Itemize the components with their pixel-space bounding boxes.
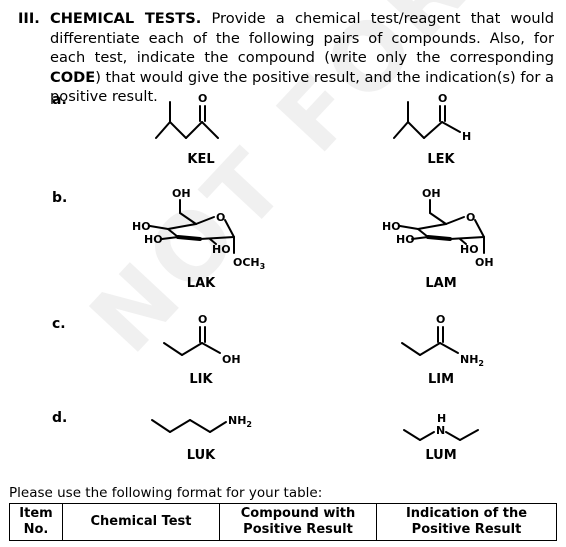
atom-ho: HO <box>396 233 415 246</box>
structure-lek: O H <box>393 92 471 143</box>
atom-nh2: NH2 <box>228 414 252 429</box>
atom-o: O <box>198 313 207 326</box>
structure-luk: NH2 <box>151 414 252 433</box>
pair-d-label: d. <box>52 410 68 426</box>
atom-o: O <box>216 211 225 224</box>
atom-ho: HO <box>144 233 163 246</box>
structure-lak: OH O HO HO HO OCH3 <box>132 187 265 271</box>
atom-oh: OH <box>172 187 191 200</box>
atom-oh: OH <box>422 187 441 200</box>
instructions: CHEMICAL TESTS. Provide a chemical test/… <box>50 9 554 107</box>
atom-n: N <box>436 424 445 437</box>
header-chemical-test: Chemical Test <box>62 503 220 541</box>
code-lim: LIM <box>427 372 455 387</box>
structure-lim: O NH2 <box>401 313 484 368</box>
atom-ho: HO <box>132 220 151 233</box>
atom-och3: OCH3 <box>233 256 265 271</box>
code-luk: LUK <box>186 448 216 463</box>
question-block: III. CHEMICAL TESTS. Provide a chemical … <box>18 9 554 107</box>
code-kel: KEL <box>187 152 215 167</box>
format-note: Please use the following format for your… <box>9 485 323 501</box>
code-lak: LAK <box>186 276 216 291</box>
structure-lum: H N <box>403 412 479 441</box>
atom-o: O <box>466 211 475 224</box>
section-heading: CHEMICAL TESTS. <box>50 10 202 27</box>
atom-oh: OH <box>475 256 494 269</box>
atom-o: O <box>198 92 207 105</box>
pair-a-label: a. <box>52 92 67 108</box>
code-lek: LEK <box>427 152 455 167</box>
atom-nh2: NH2 <box>460 353 484 368</box>
code-lik: LIK <box>189 372 213 387</box>
atom-h: H <box>437 412 446 425</box>
instructions-text-2: ) that would give the positive result, a… <box>50 68 554 106</box>
structure-lam: OH O HO HO HO OH <box>382 187 494 269</box>
atom-ho: HO <box>382 220 401 233</box>
code-lam: LAM <box>425 276 457 291</box>
code-keyword: CODE <box>50 68 96 86</box>
atom-oh: OH <box>222 353 241 366</box>
code-lum: LUM <box>425 448 457 463</box>
instructions-text-1: Provide a chemical test/reagent that wou… <box>50 10 554 66</box>
structure-kel: O <box>155 92 219 139</box>
atom-o: O <box>436 313 445 326</box>
section-number: III. <box>18 10 40 27</box>
atom-h: H <box>462 130 471 143</box>
atom-o: O <box>438 92 447 105</box>
pair-b-label: b. <box>52 190 68 206</box>
structure-lik: O OH <box>163 313 241 366</box>
atom-ho: HO <box>460 243 479 256</box>
atom-ho: HO <box>212 243 231 256</box>
pair-c-label: c. <box>52 316 66 332</box>
